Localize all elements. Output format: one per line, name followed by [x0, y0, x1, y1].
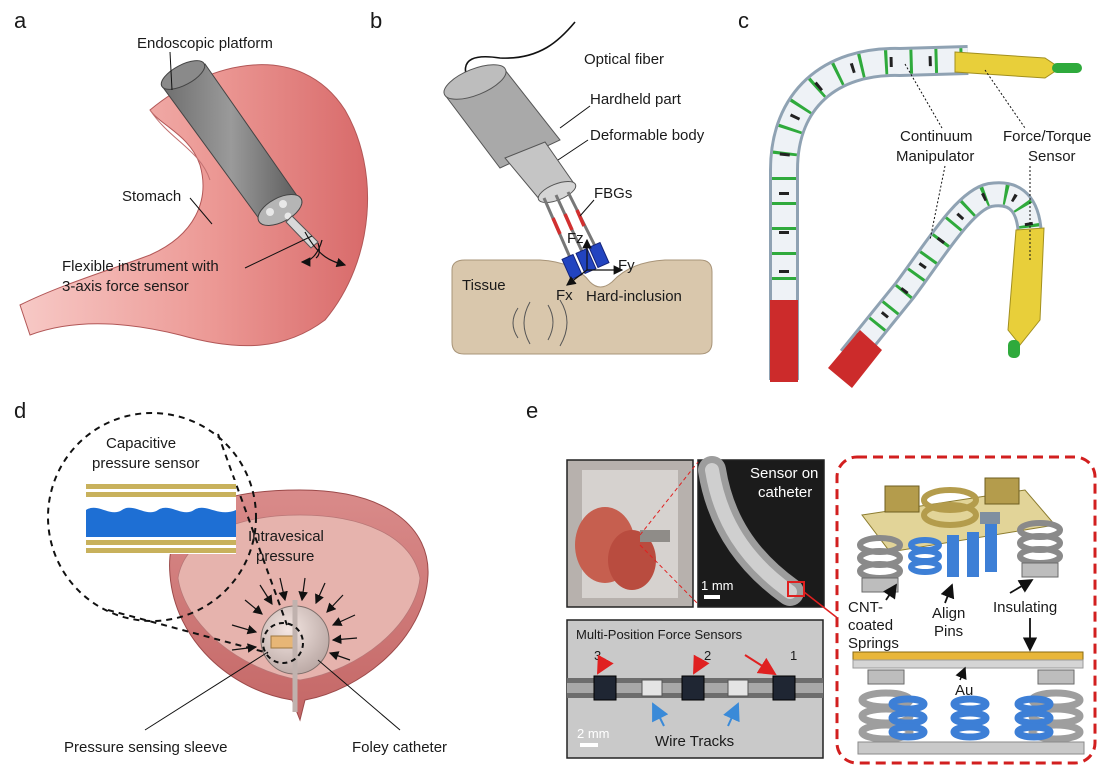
leader-continuum-b	[929, 165, 946, 241]
label-cnt-line2: coated	[848, 617, 893, 634]
label-optical-fiber: Optical fiber	[584, 51, 664, 68]
panel-d: d	[14, 398, 447, 756]
leader-deformable	[557, 139, 589, 161]
label-sensor-on-line1: Sensor on	[750, 465, 818, 482]
label-ft-line2: Sensor	[1028, 148, 1076, 165]
label-continuum-line2: Manipulator	[896, 148, 974, 165]
leader-stomach	[189, 197, 213, 225]
label-pressure-sleeve: Pressure sensing sleeve	[64, 739, 227, 756]
red-catheter-small	[828, 330, 882, 388]
label-insulating: Insulating	[993, 599, 1057, 616]
label-sensor-2: 2	[704, 648, 711, 663]
label-align-line2: Pins	[934, 623, 963, 640]
panel-letter-d: d	[14, 398, 26, 423]
label-capacitive-line1: Capacitive	[106, 435, 176, 452]
label-fx: Fx	[556, 287, 573, 304]
side-view-springs	[857, 669, 1085, 755]
grey-springs-top	[857, 520, 1063, 581]
panel-letter-e: e	[526, 398, 538, 423]
label-fz: Fz	[567, 230, 584, 247]
panel-c: c Continuum Manipulator Force/Torque	[738, 8, 1091, 388]
label-intravesical-line2: pressure	[256, 548, 314, 565]
leader-handheld	[559, 105, 591, 129]
label-au: Au	[955, 682, 973, 699]
panel-letter-a: a	[14, 8, 27, 33]
panel-e: e Sensor on catheter 1 mm	[526, 398, 1097, 765]
label-scale-2mm: 2 mm	[577, 726, 610, 741]
label-tissue: Tissue	[462, 277, 506, 294]
label-handheld-part: Hardheld part	[590, 91, 682, 108]
photo-sensor-on-catheter: Sensor on catheter 1 mm	[697, 456, 825, 608]
label-ft-line1: Force/Torque	[1003, 128, 1091, 145]
scale-bar-1mm	[704, 595, 720, 599]
label-instrument-line1: Flexible instrument with	[62, 258, 219, 275]
label-foley-catheter: Foley catheter	[352, 739, 447, 756]
zoom-line-1	[107, 609, 269, 654]
panel-letter-b: b	[370, 8, 382, 33]
blue-springs-top	[908, 537, 942, 575]
leader-fbgs	[579, 199, 595, 217]
label-intravesical-line1: Intravesical	[248, 528, 324, 545]
capacitive-sensor-stack	[86, 480, 236, 554]
stomach-shape	[19, 64, 369, 347]
label-deformable-body: Deformable body	[590, 127, 705, 144]
scale-bar-2mm	[580, 743, 598, 747]
photo-multi-position: Multi-Position Force Sensors 3 2 1 Wire …	[566, 619, 824, 759]
handheld-part	[443, 64, 577, 204]
label-sensor-1: 1	[790, 648, 797, 663]
small-continuum-manipulator	[828, 181, 1045, 388]
label-scale-1mm: 1 mm	[701, 578, 734, 593]
label-capacitive-line2: pressure sensor	[92, 455, 200, 472]
endoscope	[160, 60, 347, 268]
zoom-circle	[47, 412, 257, 622]
label-fy: Fy	[618, 257, 635, 274]
stomach-fold	[149, 109, 211, 181]
label-hard-inclusion: Hard-inclusion	[586, 288, 682, 305]
zoom-red-3	[803, 591, 841, 621]
zoom-source-circle	[262, 622, 304, 664]
fbg-legs	[542, 191, 610, 281]
leader-instrument	[244, 235, 313, 269]
optical-fiber	[464, 21, 576, 86]
green-tip-small	[1008, 340, 1020, 358]
label-continuum-line1: Continuum	[900, 128, 973, 145]
hard-inclusion-wave	[512, 307, 519, 339]
label-stomach: Stomach	[122, 188, 181, 205]
pressure-arrows	[231, 577, 358, 661]
label-sensor-on-line2: catheter	[758, 484, 812, 501]
gold-layer	[852, 651, 1084, 661]
red-catheter-large	[770, 300, 798, 382]
label-cnt-line1: CNT-	[848, 599, 883, 616]
zoom-line-2	[217, 433, 288, 626]
green-tip-large	[1052, 63, 1082, 73]
label-wire-tracks: Wire Tracks	[655, 733, 734, 750]
label-instrument-line2: 3-axis force sensor	[62, 278, 189, 295]
label-multi-position: Multi-Position Force Sensors	[576, 627, 743, 642]
ft-sensor-large	[954, 51, 1061, 79]
zoom-red-1	[639, 461, 699, 536]
axis-fx	[566, 269, 588, 286]
tissue-block	[451, 259, 713, 355]
leader-sleeve	[144, 651, 269, 731]
sensor-schematic: CNT- coated Springs Align Pins Insulatin…	[835, 455, 1097, 765]
large-continuum-manipulator	[769, 45, 1082, 382]
leader-continuum-a	[904, 63, 943, 129]
panel-letter-c: c	[738, 8, 749, 33]
leader-foley	[317, 659, 401, 731]
leader-ft-a	[984, 69, 1026, 129]
photo-lung-setup	[566, 459, 694, 608]
label-cnt-line3: Springs	[848, 635, 899, 652]
label-align-line1: Align	[932, 605, 965, 622]
label-fbgs: FBGs	[594, 185, 632, 202]
panel-b: b Fz Fy	[370, 8, 713, 355]
panel-a: a Endoscopic platform Stomach Flexible i…	[14, 8, 369, 347]
ft-sensor-small	[1007, 227, 1045, 346]
label-endoscopic-platform: Endoscopic platform	[137, 35, 273, 52]
label-sensor-3: 3	[594, 648, 601, 663]
leader-endoscopic	[169, 51, 173, 91]
